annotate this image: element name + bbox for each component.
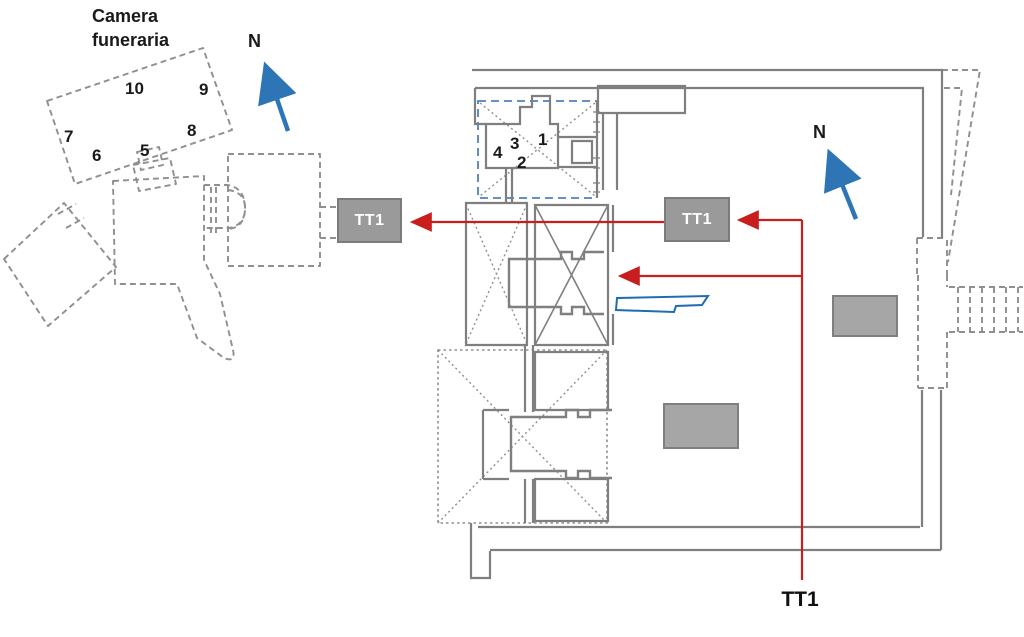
tomb-forecourt: [227, 153, 321, 267]
tt1-box-right: TT1: [664, 197, 730, 242]
gray-block-east: [832, 295, 898, 337]
tomb-inner-passage: [210, 187, 217, 233]
north-arrow-east: [823, 148, 862, 220]
rock-tomb-dashed-plan: [3, 47, 337, 361]
chapel-west-wall: [473, 88, 486, 126]
room-label-1: 1: [538, 130, 548, 149]
upper-hall-west: [464, 201, 529, 347]
chapel-south-passage: [504, 168, 514, 203]
pylon-corridor: [601, 113, 619, 190]
room-label-6: 6: [92, 146, 102, 165]
inner-wall-top-right: [475, 86, 925, 237]
stairs-rails: [949, 286, 1023, 333]
tt1-connector-dashes: [320, 206, 337, 239]
room-label-4: 4: [493, 143, 503, 162]
axial-corridor-upper: [523, 345, 535, 412]
dotted-survey-diagonals: [437, 102, 608, 524]
tt1-box-right-label: TT1: [682, 210, 712, 228]
lower-court-dotted-outline: [437, 349, 608, 524]
shaft-lower: [132, 157, 177, 192]
entrance-stairs-dashed: [916, 69, 1023, 389]
tt1-bottom-label: TT1: [781, 588, 819, 611]
upper-hall-cross: [534, 204, 609, 346]
room-label-9: 9: [199, 80, 209, 99]
blue-pennant-outline: [614, 294, 710, 314]
entrance-wedge-inner: [944, 87, 964, 196]
outer-wall-top-right: [472, 68, 944, 238]
gray-feature-blocks: [663, 295, 898, 449]
entrance-landing: [916, 237, 948, 275]
lower-sanctuary-west-arm: [481, 408, 509, 481]
lower-sanctuary-chamber: [509, 408, 612, 480]
tomb-side-chamber-door: [57, 203, 85, 229]
room-label-7: 7: [64, 127, 74, 146]
chapel-entry-corridor: [558, 135, 598, 169]
chapel-rooms-outline: [484, 94, 560, 170]
north-arrow-west: [258, 61, 297, 132]
entrance-wedge-outer: [942, 69, 982, 263]
room-label-5: 5: [140, 141, 150, 160]
tomb-hall-and-corridor: [112, 175, 235, 361]
north-label-west: N: [248, 31, 261, 51]
pylon-block: [596, 84, 687, 115]
lower-room-se: [533, 477, 610, 523]
tt1-box-left: TT1: [337, 198, 402, 243]
tt1-box-left-label: TT1: [354, 211, 385, 229]
north-label-east: N: [813, 122, 826, 142]
chapel-shaft: [570, 139, 594, 165]
burial-chamber-outline: [46, 47, 233, 185]
burial-chamber-title: Camera funeraria: [92, 6, 170, 50]
north-arrows: [258, 61, 862, 220]
tomb-side-chamber: [3, 202, 117, 327]
gray-block-center: [663, 403, 739, 449]
room-label-10: 10: [125, 79, 144, 98]
lower-room-ne: [533, 350, 610, 412]
axial-corridor-lower: [523, 479, 535, 523]
precinct-walls: [464, 68, 944, 580]
room-label-2: 2: [517, 153, 527, 172]
room-label-3: 3: [510, 134, 520, 153]
room-label-8: 8: [187, 121, 197, 140]
tt1-red-route: [409, 210, 804, 580]
shaft-upper: [136, 146, 164, 171]
upper-sanctuary-chamber: [507, 250, 604, 316]
entrance-corridor: [917, 275, 948, 389]
bottom-left-hook: [469, 523, 492, 580]
stairs-steps: [957, 287, 1019, 332]
